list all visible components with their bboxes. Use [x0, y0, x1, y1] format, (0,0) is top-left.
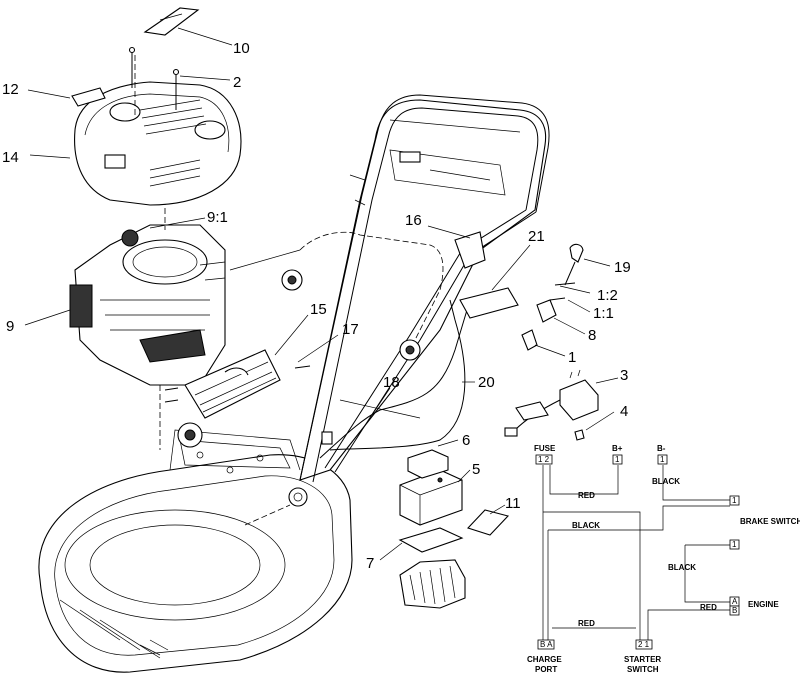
brake-switch-terminal [729, 495, 740, 506]
callout-17: 17 [342, 321, 359, 338]
charge-port-terminal-label: B A [540, 640, 553, 649]
engine [69, 190, 226, 450]
bminus-terminal [657, 454, 668, 465]
wiring-schematic: 1 2 1 1 1 1 A B B A 2 1 FUSE B+ B- RED B… [527, 444, 800, 674]
bminus-label: B- [657, 444, 666, 453]
bplus-terminal [612, 454, 623, 465]
wire-black-2: BLACK [572, 521, 600, 530]
engine-top-terminal [729, 539, 740, 550]
pad-7 [398, 527, 464, 553]
leader-lines [24, 27, 619, 561]
callout-2: 2 [233, 74, 241, 91]
callout-21: 21 [528, 228, 545, 245]
callout-16: 16 [405, 212, 422, 229]
starter-switch-terminal-label: 2 1 [638, 640, 650, 649]
charge-port-terminal [537, 639, 555, 650]
wire-red-bottom: RED [578, 619, 595, 628]
rear-flap [177, 349, 281, 448]
callout-1-1: 1:1 [593, 305, 614, 322]
bplus-terminal-label: 1 [615, 455, 620, 464]
wire-red-1: RED [578, 491, 595, 500]
callout-1-2: 1:2 [597, 287, 618, 304]
charger [504, 369, 599, 437]
callout-6: 6 [462, 432, 470, 449]
callout-19: 19 [614, 259, 631, 276]
battery-tray [399, 559, 466, 609]
engine-cover [74, 55, 242, 206]
engine-b-label: B [732, 606, 737, 615]
engine-label: ENGINE [748, 600, 779, 609]
fuse-terminal [535, 454, 553, 465]
callout-7: 7 [366, 555, 374, 572]
screws [128, 46, 311, 403]
callout-11: 11 [505, 495, 521, 512]
bminus-terminal-label: 1 [660, 455, 665, 464]
decal-12 [71, 87, 106, 107]
callout-8: 8 [588, 327, 596, 344]
callout-1: 1 [568, 349, 576, 366]
decal-10 [143, 7, 200, 36]
wire-red-engine: RED [700, 603, 717, 612]
wire-black-3: BLACK [668, 563, 696, 572]
battery [399, 469, 463, 526]
callout-4: 4 [620, 403, 628, 420]
brake-switch-label: BRAKE SWITCH [740, 517, 800, 526]
callout-labels: 10 2 12 14 9:1 9 15 17 16 21 19 1:2 1:1 … [2, 40, 631, 572]
engine-a-label: A [732, 597, 738, 606]
wire-black-1: BLACK [652, 477, 680, 486]
key [574, 429, 585, 441]
bplus-label: B+ [612, 444, 623, 453]
brake-switch-terminal-label: 1 [732, 496, 737, 505]
callout-18: 18 [383, 374, 400, 391]
fuse-label: FUSE [534, 444, 556, 453]
starter-switch-label-2: SWITCH [627, 665, 659, 674]
callout-3: 3 [620, 367, 628, 384]
charge-port-label-1: CHARGE [527, 655, 562, 664]
handle-assembly [229, 94, 550, 483]
callout-15: 15 [310, 301, 327, 318]
callout-20: 20 [478, 374, 495, 391]
callout-5: 5 [472, 461, 480, 478]
starter-components [521, 243, 584, 351]
charge-port-label-2: PORT [535, 665, 557, 674]
decal-11 [466, 509, 510, 536]
callout-9-1: 9:1 [207, 209, 228, 226]
cables [244, 299, 471, 526]
callout-14: 14 [2, 149, 19, 166]
starter-switch-terminal [635, 639, 653, 650]
decal-21 [459, 287, 519, 319]
mower-deck [38, 429, 353, 673]
callout-9: 9 [6, 318, 14, 335]
fuse-terminal-label: 1 2 [538, 455, 550, 464]
engine-top-terminal-label: 1 [732, 540, 737, 549]
engine-b-terminal [729, 605, 740, 616]
callout-10: 10 [233, 40, 250, 57]
starter-switch-label-1: STARTER [624, 655, 661, 664]
pad-6 [407, 449, 449, 479]
callout-12: 12 [2, 81, 19, 98]
